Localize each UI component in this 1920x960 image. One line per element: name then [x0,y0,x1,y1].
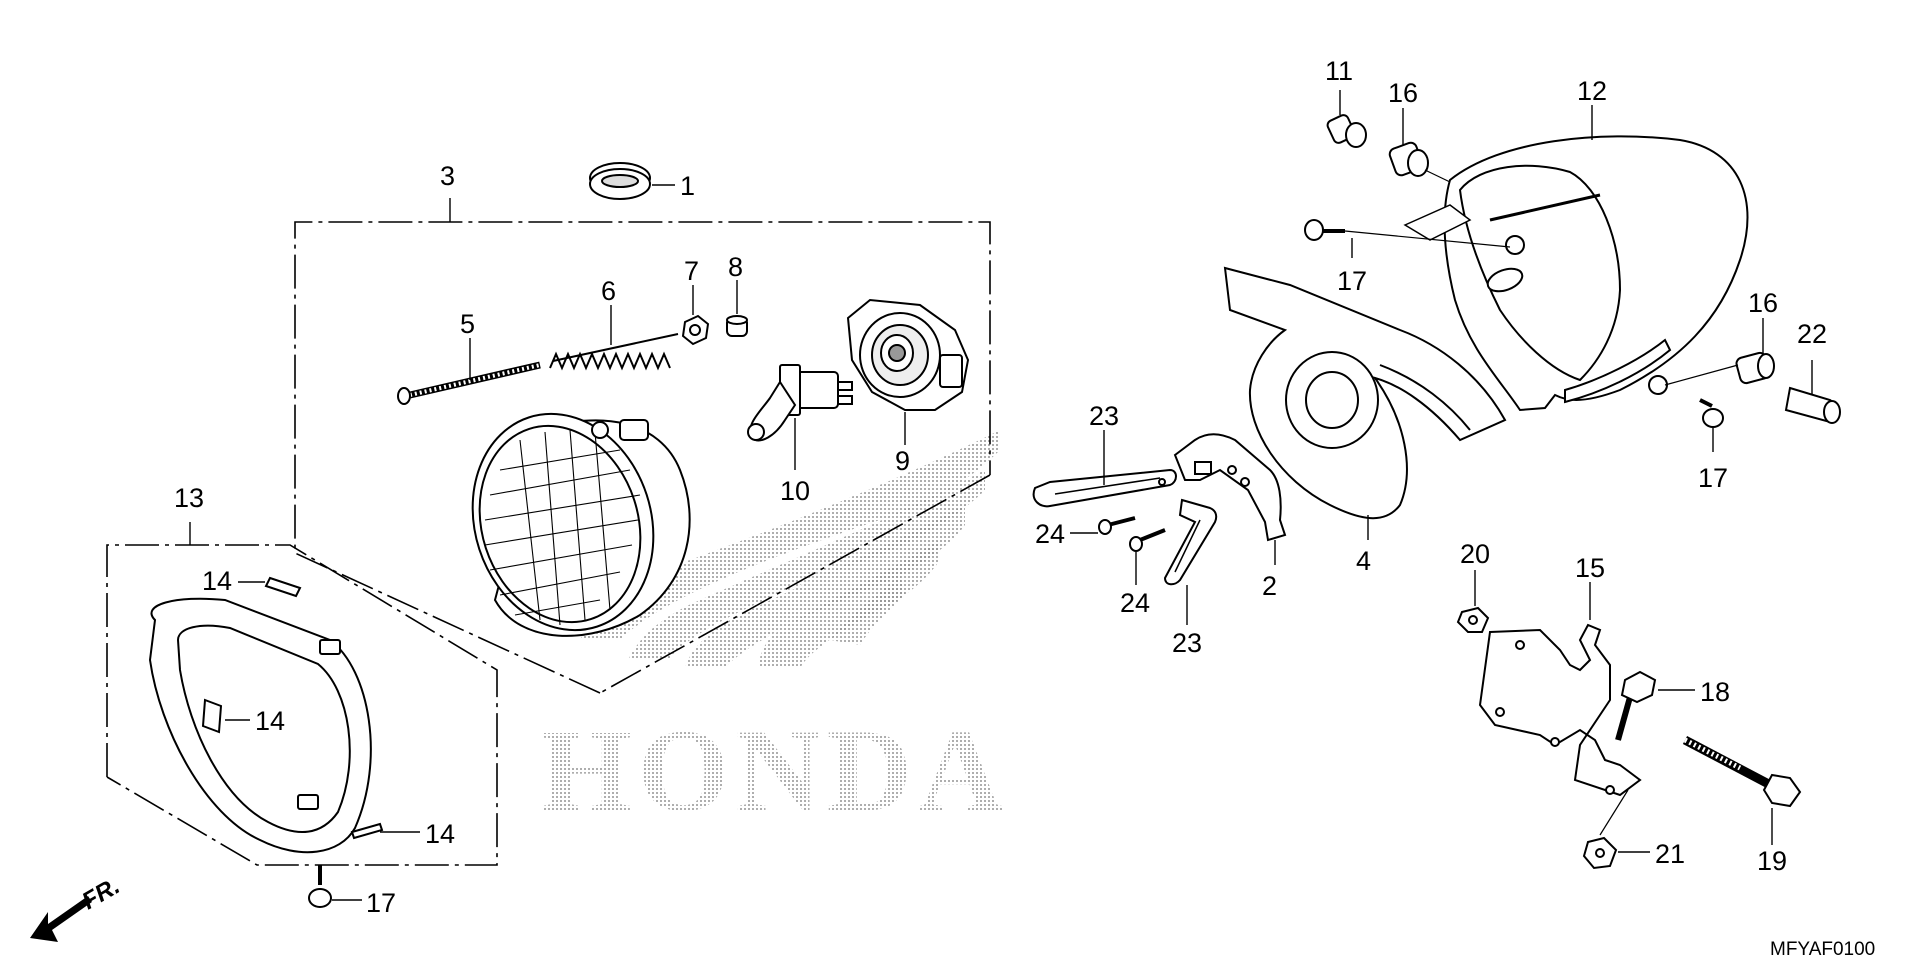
adjusting-screw-part-5 [397,361,541,405]
group-box-3 [294,221,991,694]
callout-24-right: 24 [1120,588,1150,618]
bulb-part-10 [747,364,853,442]
callout-16-upper: 16 [1388,78,1418,108]
callout-20: 20 [1460,539,1490,569]
callout-16-lower: 16 [1748,288,1778,318]
callout-10: 10 [780,476,810,506]
callout-23-upper: 23 [1089,401,1119,431]
bolt-part-18 [1615,670,1657,741]
callout-14-bottom: 14 [425,819,455,849]
callout-15: 15 [1575,553,1605,583]
callout-13: 13 [174,483,204,513]
callout-9: 9 [895,446,910,476]
bolt-part-24-left [1098,516,1136,535]
callout-24-left: 24 [1035,519,1065,549]
honda-brand-watermark: HONDA [540,705,1009,836]
diagram-code: MFYAF0100 [1770,939,1875,960]
callout-18: 18 [1700,677,1730,707]
headlight-case-part-12 [1443,135,1749,412]
callout-7: 7 [684,256,699,286]
callout-11: 11 [1325,56,1353,86]
bracket-part-2 [1173,433,1287,542]
callout-labels: 1 2 3 4 5 6 7 8 9 10 11 12 13 14 14 14 1… [174,56,1827,918]
grommet-part-1 [589,162,651,200]
nut-part-21 [1582,836,1618,870]
socket-cover-part-9 [846,298,970,411]
mounting-bracket-part-15 [1478,623,1642,797]
grommet-part-16-lower [1735,351,1775,385]
grommet-part-16-upper [1388,141,1429,177]
cap-part-8 [726,315,748,337]
callout-17-lower: 17 [366,888,396,918]
callout-12: 12 [1577,76,1607,106]
clip-part-14 [201,576,384,840]
headlight-lens-unit [471,412,691,637]
bolt-part-19 [1682,736,1802,808]
spring-part-6 [549,333,679,371]
callout-3: 3 [440,161,455,191]
honda-wing-watermark [580,430,1000,668]
front-direction-label: FR. [78,872,125,915]
inner-cover-part-4 [1223,266,1507,520]
stay-part-23-lower [1163,498,1218,586]
group-box-13 [106,544,498,866]
callout-14-top: 14 [202,566,232,596]
nut-part-7 [681,314,710,346]
callout-19: 19 [1757,846,1787,876]
callout-23-lower: 23 [1172,628,1202,658]
callout-21: 21 [1655,839,1685,869]
callout-1: 1 [680,171,695,201]
callout-5: 5 [460,309,475,339]
screw-part-17-right [1699,398,1724,428]
callout-8: 8 [728,252,743,282]
nut-part-20 [1456,606,1490,633]
callout-17-right: 17 [1698,463,1728,493]
collar-part-22 [1784,386,1841,424]
callout-2: 2 [1262,571,1277,601]
bolt-part-24-right [1129,528,1166,552]
callout-4: 4 [1356,546,1371,576]
callout-6: 6 [601,276,616,306]
screw-part-17-upper [1304,219,1345,241]
stay-part-23-upper [1032,468,1177,508]
collar-part-11 [1326,114,1367,148]
screw-part-17-lower [308,865,332,908]
front-direction-arrow [30,896,92,942]
headlight-rim [148,597,372,854]
callout-17-upper: 17 [1337,266,1367,296]
callout-14-middle: 14 [255,706,285,736]
callout-22: 22 [1797,319,1827,349]
